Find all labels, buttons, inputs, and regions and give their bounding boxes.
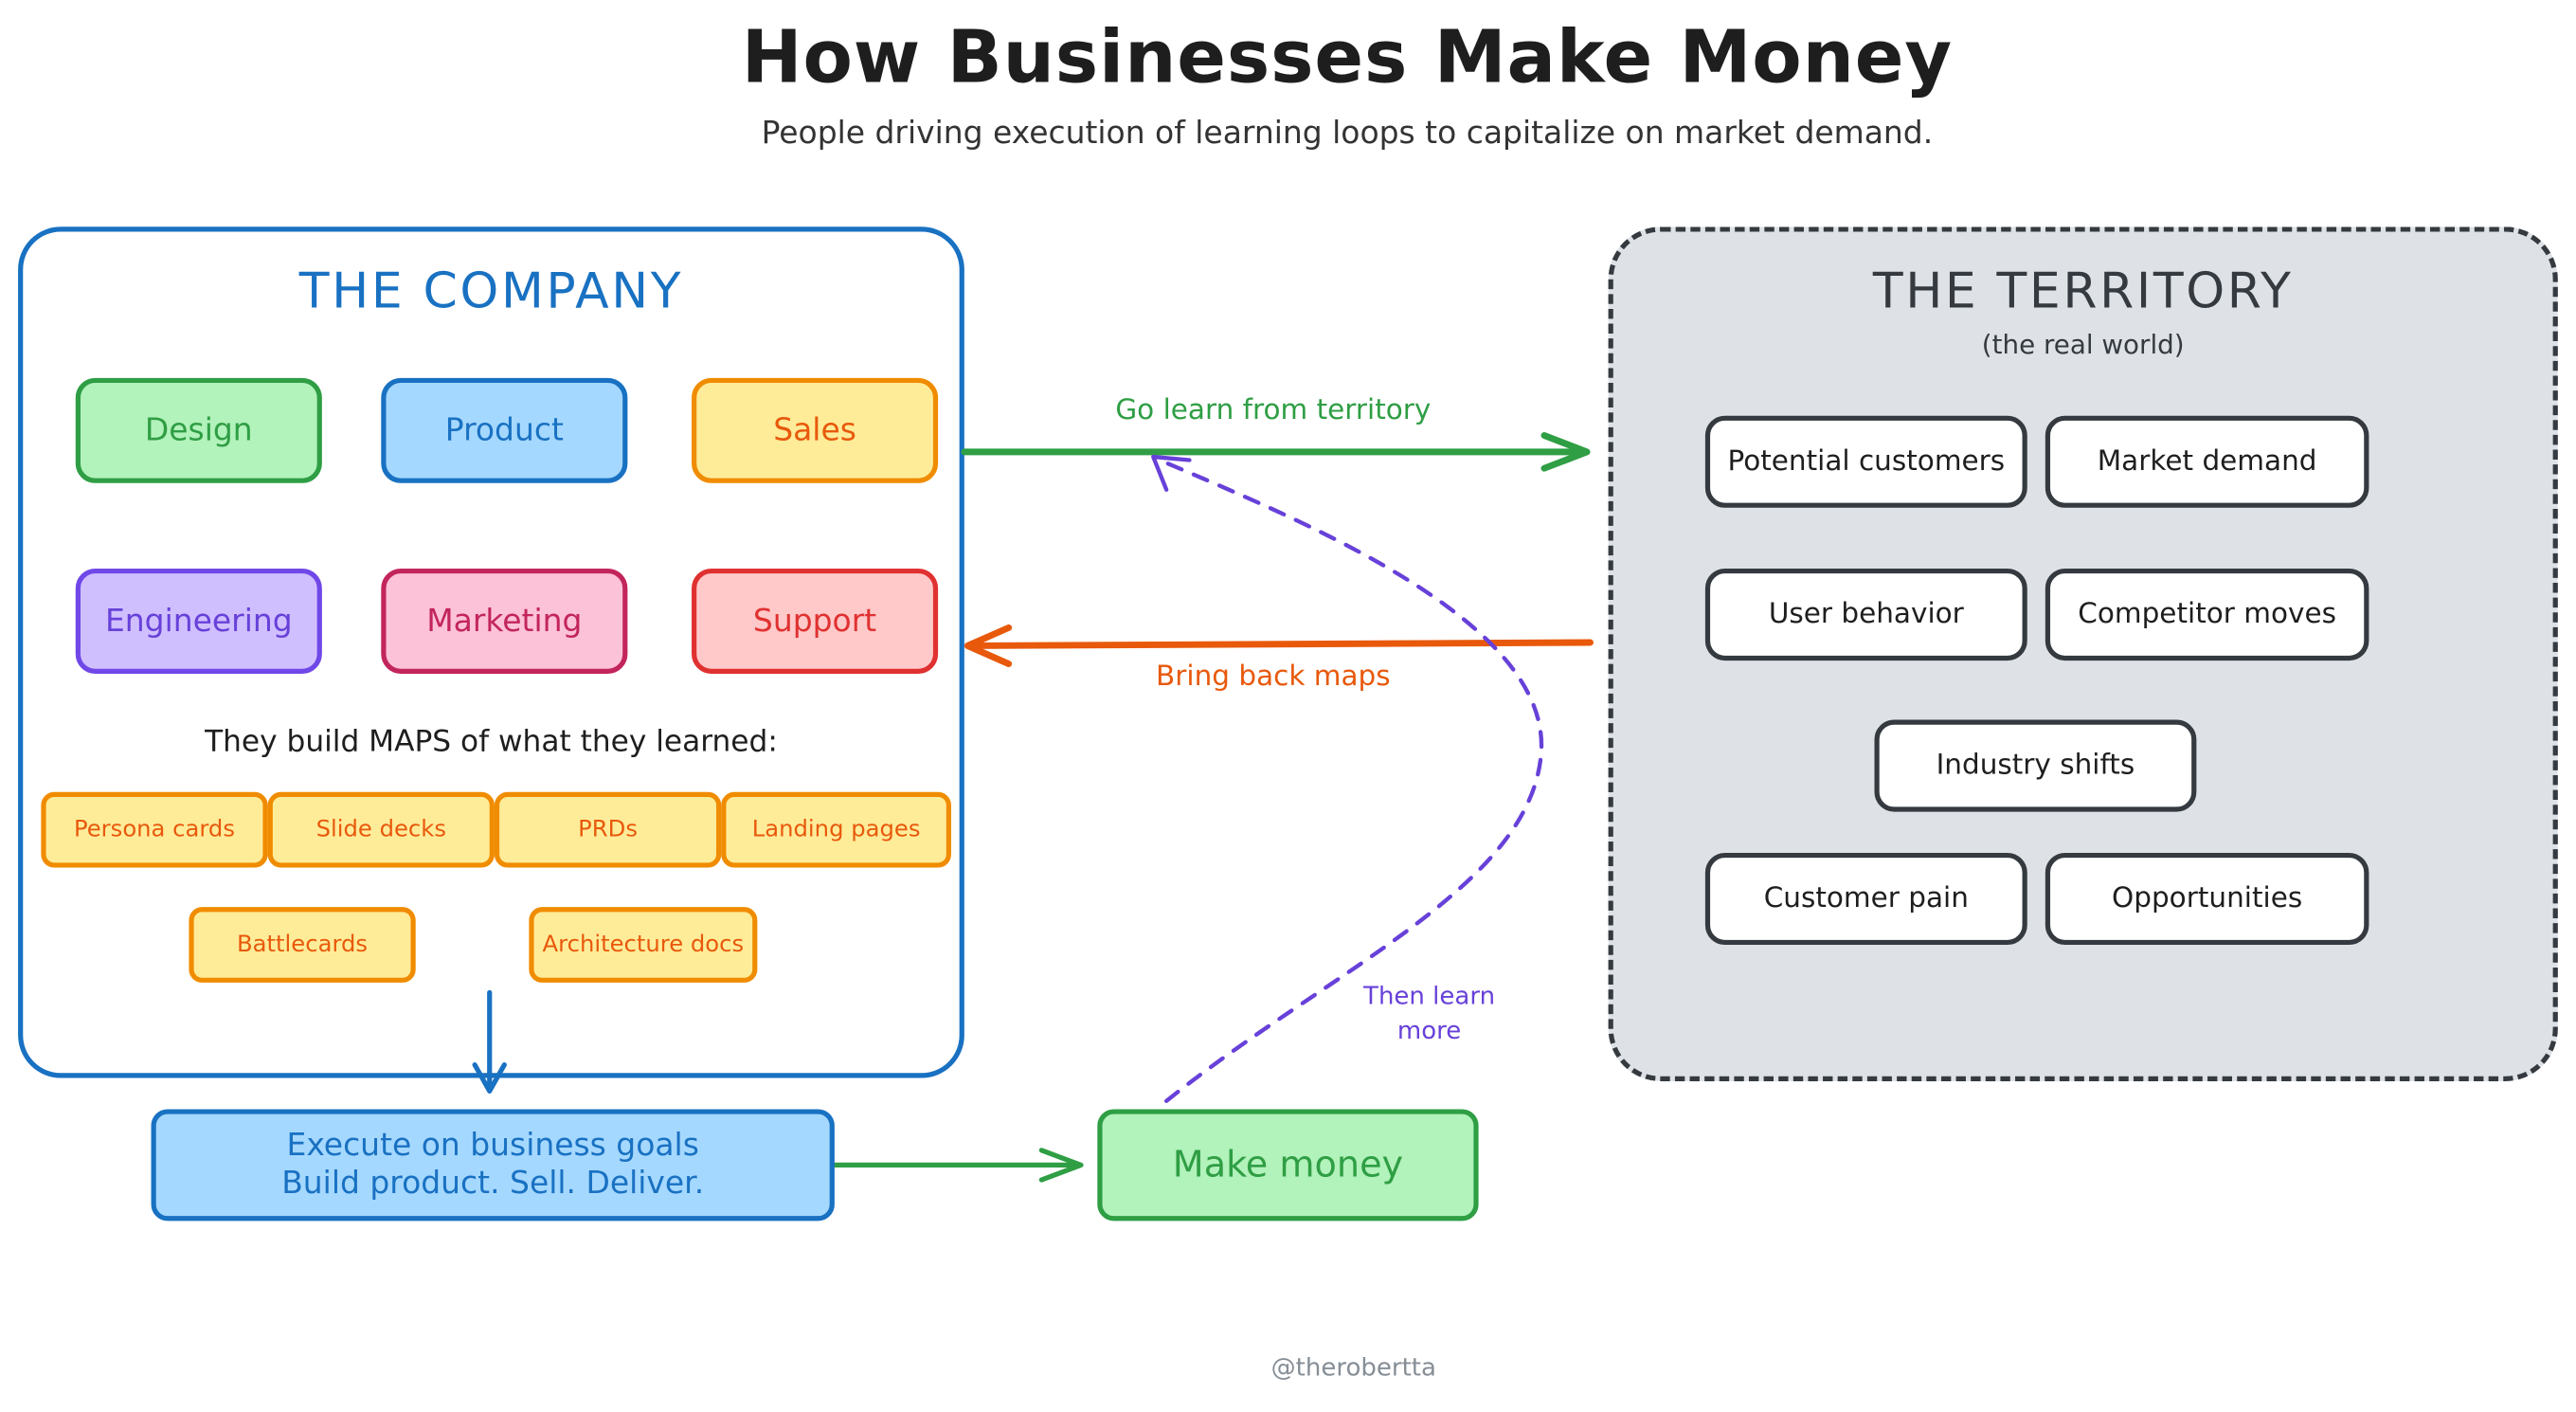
map-prds: PRDs: [494, 791, 722, 868]
territory-subtitle: (the real world): [1981, 328, 2185, 360]
learn-more-arrow: [1151, 454, 1544, 1103]
dept-engineering: Engineering: [75, 568, 322, 674]
make-money-box: Make money: [1097, 1109, 1479, 1222]
territory-competitor-moves: Competitor moves: [2045, 568, 2369, 661]
page-title: How Businesses Make Money: [741, 16, 1953, 100]
territory-market-demand: Market demand: [2045, 415, 2369, 508]
dept-marketing: Marketing: [381, 568, 628, 674]
map-battlecards: Battlecards: [189, 907, 416, 983]
execute-to-money-arrow: [832, 1148, 1084, 1183]
then-learn-line1: Then learn: [1363, 981, 1496, 1011]
map-slide-decks: Slide decks: [267, 791, 495, 868]
map-architecture-docs: Architecture docs: [529, 907, 758, 983]
bring-back-arrow: [964, 624, 1594, 668]
execute-line2: Build product. Sell. Deliver.: [281, 1165, 705, 1202]
territory-industry-shifts: Industry shifts: [1874, 719, 2197, 812]
territory-user-behavior: User behavior: [1704, 568, 2027, 661]
territory-title: THE TERRITORY: [1872, 262, 2294, 321]
territory-potential-customers: Potential customers: [1704, 415, 2027, 508]
page-subtitle: People driving execution of learning loo…: [761, 115, 1934, 152]
down-arrow: [472, 989, 507, 1094]
map-landing-pages: Landing pages: [721, 791, 951, 868]
maps-label: They build MAPS of what they learned:: [205, 724, 778, 760]
dept-product: Product: [381, 377, 628, 483]
go-learn-label: Go learn from territory: [1115, 394, 1432, 427]
execute-box: Execute on business goals Build product.…: [151, 1109, 835, 1222]
then-learn-line2: more: [1396, 1015, 1462, 1045]
dept-sales: Sales: [692, 377, 939, 483]
credit-handle: @therobertta: [1270, 1352, 1436, 1383]
map-persona-cards: Persona cards: [41, 791, 268, 868]
dept-design: Design: [75, 377, 322, 483]
bring-back-label: Bring back maps: [1156, 661, 1391, 694]
territory-opportunities: Opportunities: [2045, 852, 2369, 946]
company-title: THE COMPANY: [298, 262, 684, 321]
execute-line1: Execute on business goals: [286, 1127, 699, 1164]
then-learn-label: Then learn more: [1331, 979, 1528, 1048]
dept-support: Support: [692, 568, 939, 674]
go-learn-arrow: [961, 432, 1591, 472]
territory-customer-pain: Customer pain: [1704, 852, 2027, 946]
